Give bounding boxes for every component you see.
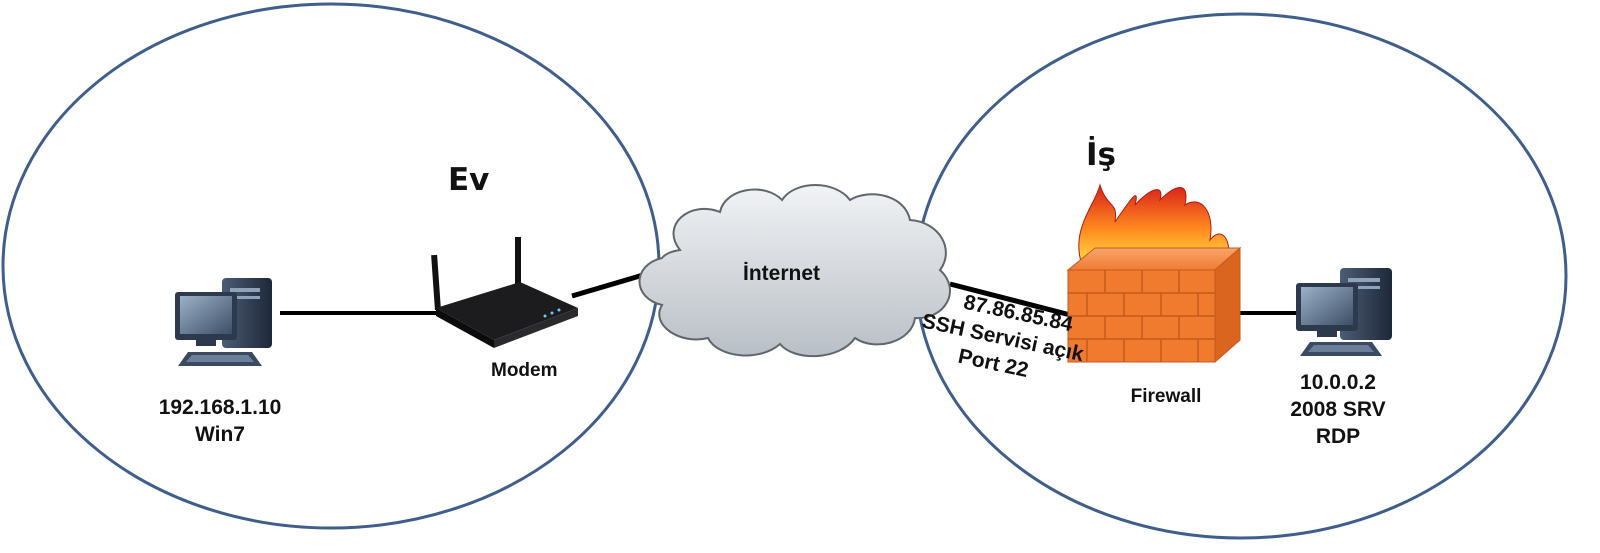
home-zone-title: Ev — [448, 162, 489, 198]
work-zone-title: İş — [1086, 137, 1116, 173]
internet-cloud-icon — [638, 184, 951, 357]
home-zone — [1, 2, 661, 530]
firewall-label: Firewall — [1131, 386, 1202, 407]
server-os: 2008 SRV — [1290, 398, 1385, 421]
workstation-icon — [175, 278, 272, 366]
server-icon — [1296, 268, 1392, 356]
work-zone — [914, 12, 1568, 540]
server-ip: 10.0.0.2 — [1300, 371, 1376, 394]
internet-label: İnternet — [743, 262, 820, 285]
link-internet-firewall — [949, 281, 1083, 321]
firewall-icon — [1066, 183, 1242, 364]
home-pc-os: Win7 — [195, 423, 245, 446]
modem-label: Modem — [491, 360, 558, 381]
modem-icon — [431, 237, 578, 348]
home-pc-ip: 192.168.1.10 — [159, 396, 282, 419]
server-service: RDP — [1316, 425, 1360, 448]
